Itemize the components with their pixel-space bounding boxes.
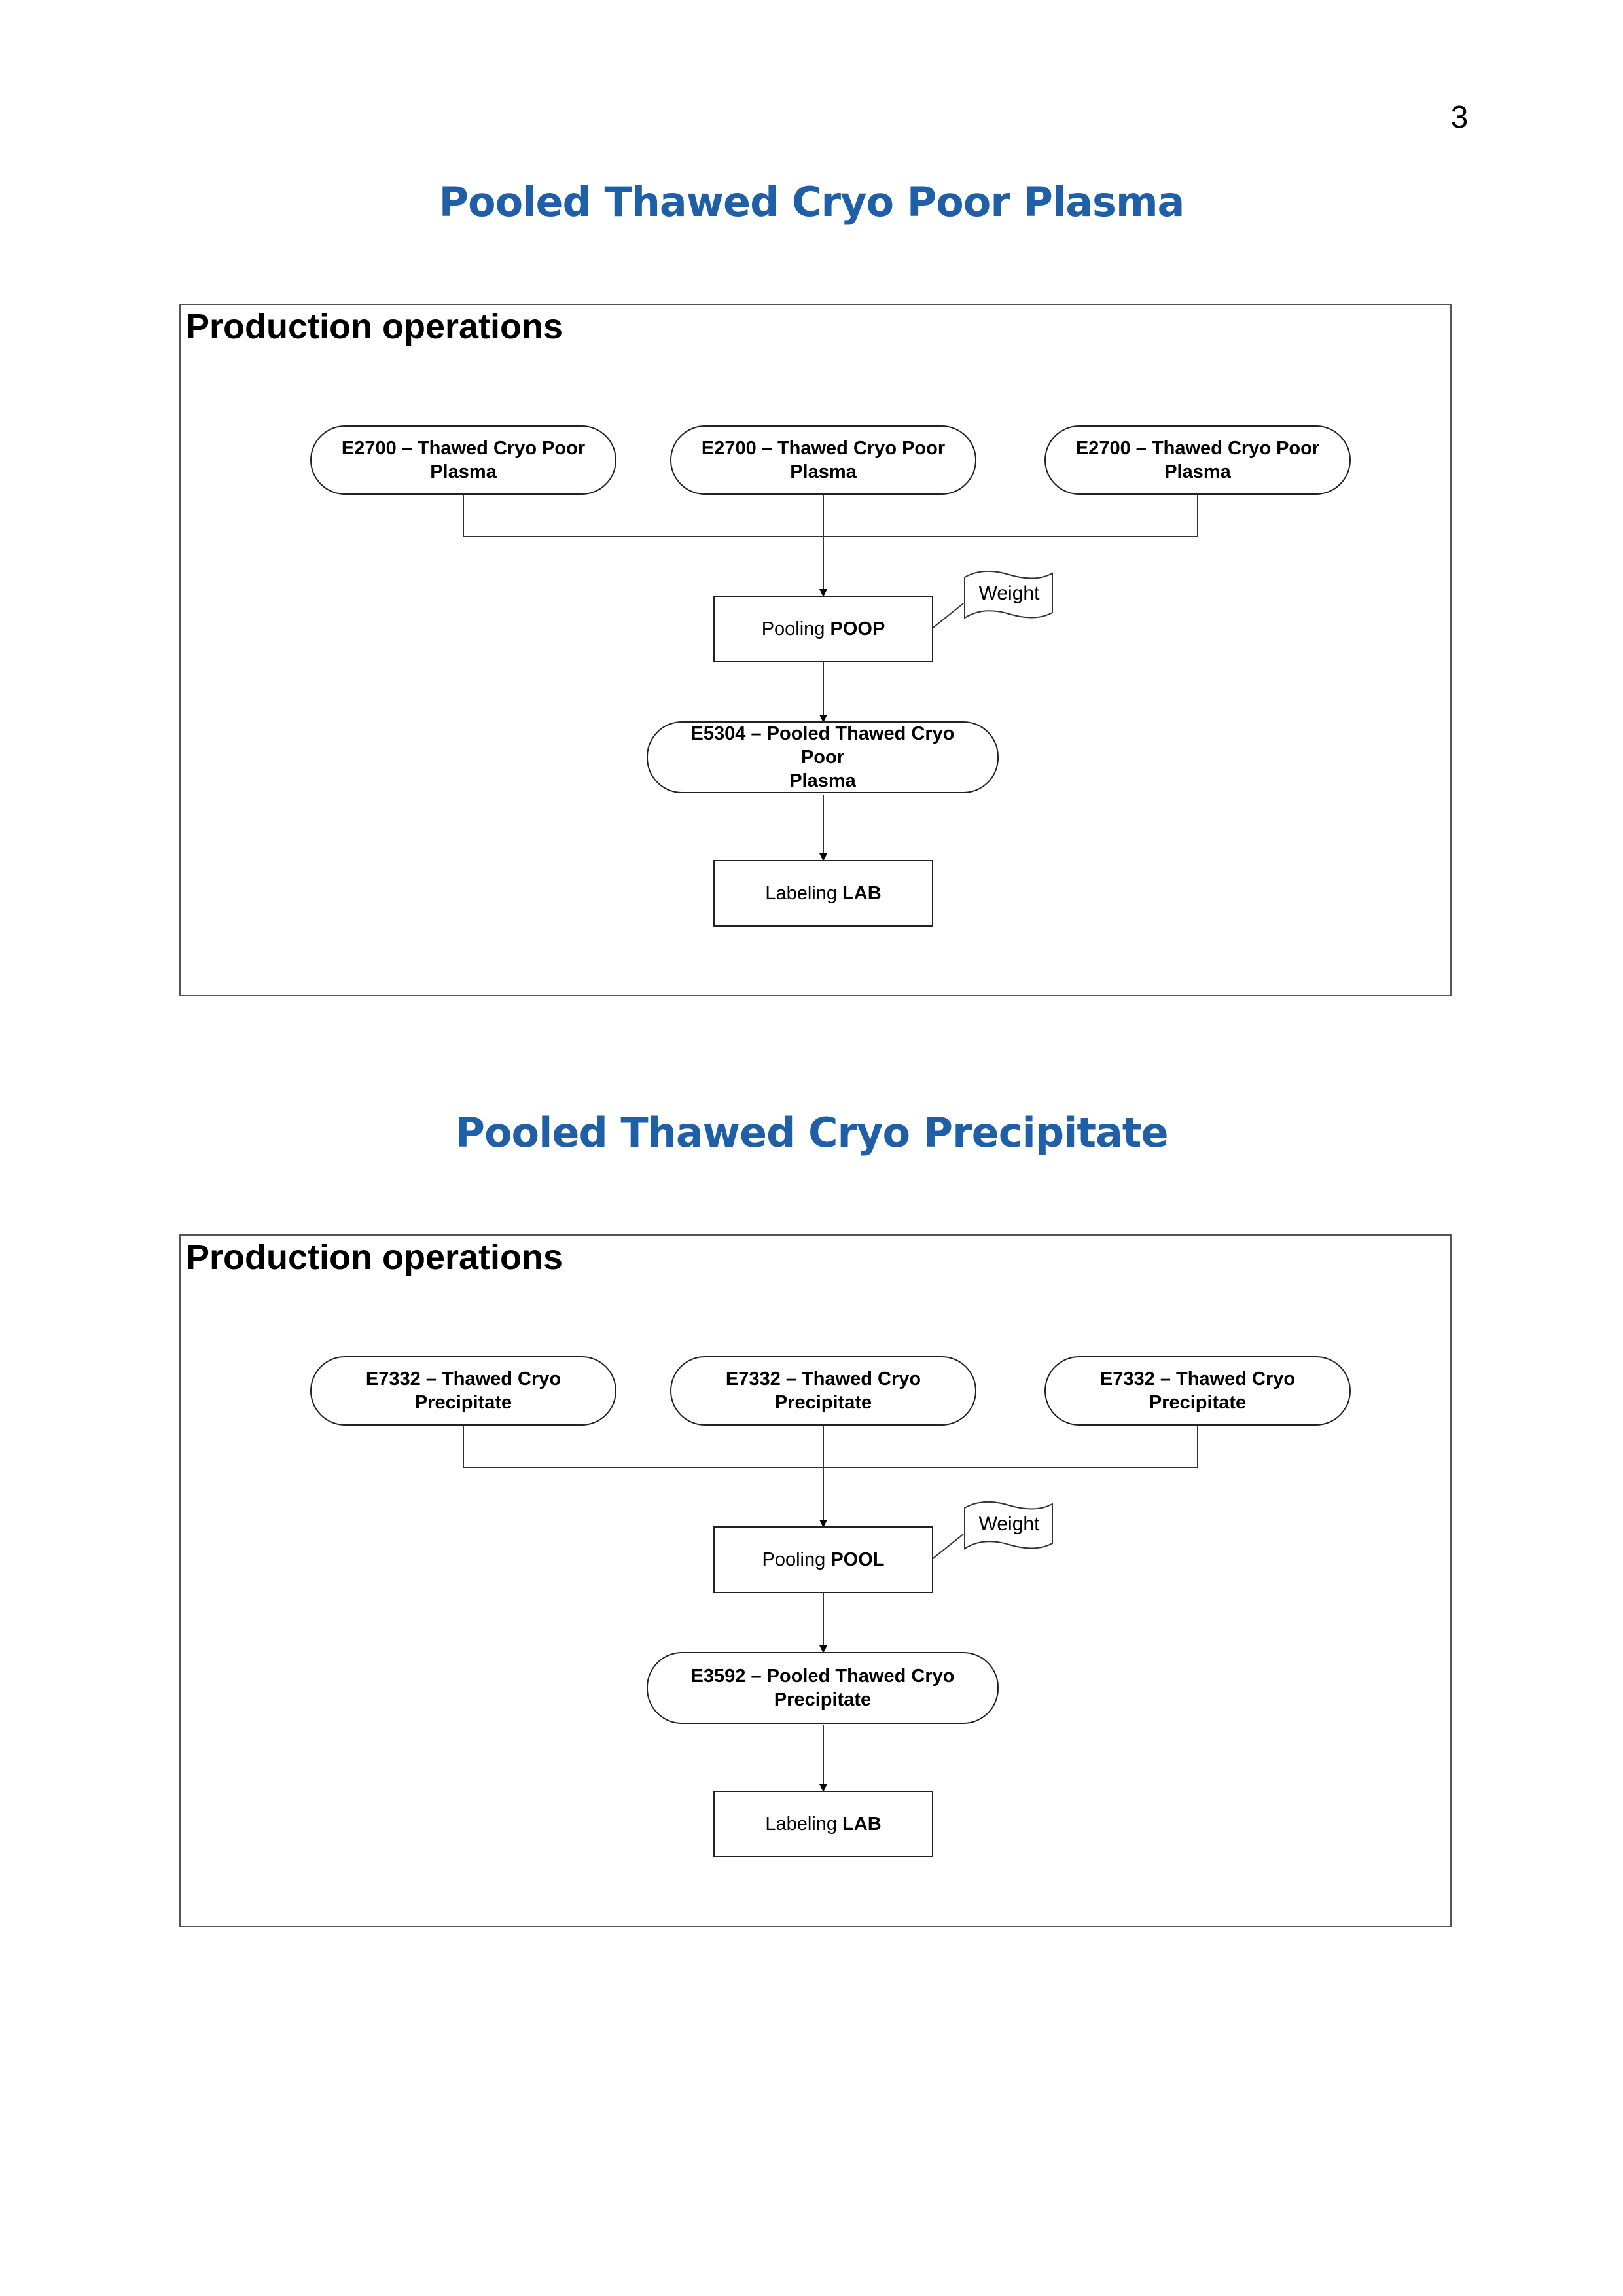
weight-document-shape bbox=[964, 571, 1053, 619]
output-node-text: Plasma bbox=[789, 770, 856, 791]
section-title-cryo-precipitate: Pooled Thawed Cryo Precipitate bbox=[455, 1109, 1169, 1157]
frame-label: Production operations bbox=[186, 1238, 563, 1277]
input-node-text: Plasma bbox=[430, 461, 497, 482]
weight-annotation: Weight bbox=[978, 583, 1040, 604]
input-node-text: Precipitate bbox=[1149, 1392, 1247, 1413]
pooling-label: Pooling bbox=[761, 618, 825, 639]
weight-annotation-line bbox=[930, 1534, 964, 1561]
input-node-text: Precipitate bbox=[414, 1392, 512, 1413]
flow-connectors bbox=[463, 1426, 1198, 1792]
labeling-code: LAB bbox=[842, 1813, 882, 1835]
input-node-text: E2700 – Thawed Cryo Poor bbox=[701, 438, 946, 459]
input-node-text: E7332 – Thawed Cryo bbox=[365, 1369, 562, 1390]
page-number: 3 bbox=[1450, 100, 1469, 135]
production-operations-frame: Production operations E2700 – Thawed Cry… bbox=[179, 304, 1452, 996]
input-node-text: E2700 – Thawed Cryo Poor bbox=[341, 438, 586, 459]
pooling-label: Pooling bbox=[762, 1549, 826, 1570]
labeling-code: LAB bbox=[842, 882, 882, 904]
input-node-text: E7332 – Thawed Cryo bbox=[1099, 1369, 1296, 1390]
input-node-text: E2700 – Thawed Cryo Poor bbox=[1075, 438, 1320, 459]
output-node-text: E3592 – Pooled Thawed Cryo bbox=[690, 1666, 955, 1687]
pooling-code: POOP bbox=[830, 618, 885, 639]
labeling-step: Labeling LAB bbox=[713, 1791, 933, 1857]
weight-annotation-line bbox=[930, 603, 964, 630]
input-node-text: Plasma bbox=[790, 461, 857, 482]
labeling-label: Labeling bbox=[765, 882, 837, 904]
pooling-step: Pooling POOP bbox=[713, 596, 933, 662]
weight-document-shape bbox=[964, 1501, 1053, 1550]
frame-label: Production operations bbox=[186, 307, 563, 346]
flow-connectors bbox=[463, 495, 1198, 861]
input-node-text: Precipitate bbox=[774, 1392, 872, 1413]
weight-annotation: Weight bbox=[978, 1513, 1040, 1535]
output-node-text: E5304 – Pooled Thawed Cryo Poor bbox=[690, 723, 955, 768]
output-node-text: Precipitate bbox=[774, 1689, 872, 1710]
input-node-text: Plasma bbox=[1164, 461, 1231, 482]
pooling-code: POOL bbox=[830, 1549, 885, 1570]
input-node-text: E7332 – Thawed Cryo bbox=[725, 1369, 921, 1390]
labeling-label: Labeling bbox=[765, 1813, 837, 1835]
labeling-step: Labeling LAB bbox=[713, 860, 933, 927]
section-title-cryo-poor-plasma: Pooled Thawed Cryo Poor Plasma bbox=[438, 178, 1185, 226]
pooling-step: Pooling POOL bbox=[713, 1526, 933, 1593]
production-operations-frame: Production operations E7332 – Thawed Cry… bbox=[179, 1234, 1452, 1927]
